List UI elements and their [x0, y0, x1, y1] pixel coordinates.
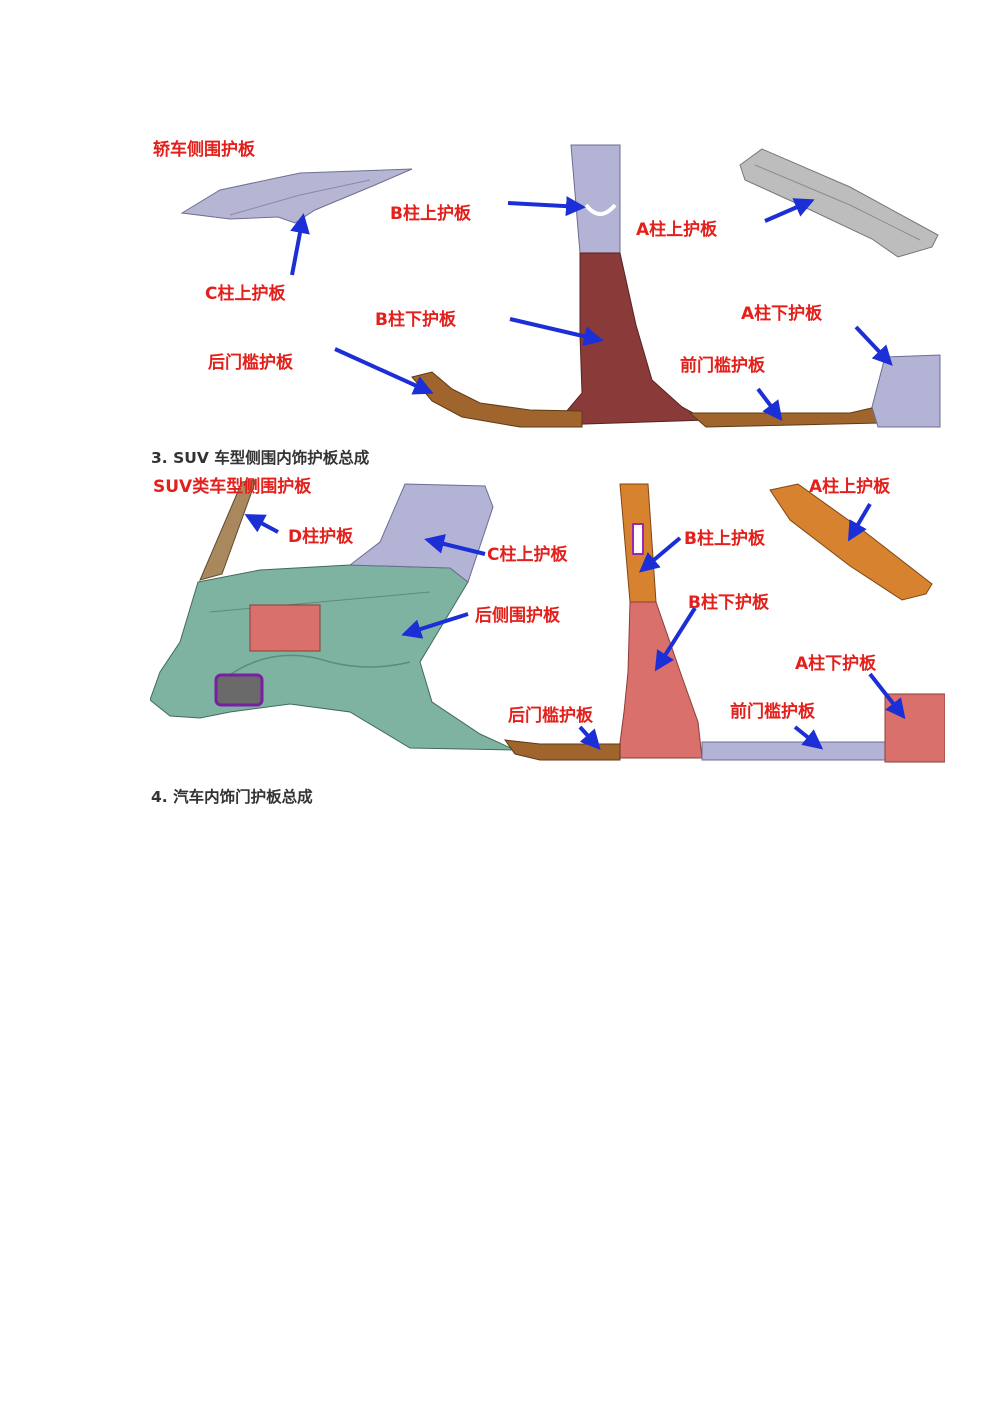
arrow-b-lower	[654, 606, 697, 672]
arrow-d-pillar	[244, 514, 279, 534]
arrow-c-upper	[424, 534, 486, 556]
arrow-a-lower	[868, 672, 906, 720]
label-rear-door-sill: 后门槛护板	[208, 353, 293, 373]
rear-door-sill-trim-panel	[411, 371, 583, 428]
d-pillar-trim-panel	[199, 479, 257, 581]
arrow-b-lower	[509, 317, 604, 347]
label-rear-side-trim: 后侧围护板	[475, 606, 560, 626]
label-a-pillar-upper: A柱上护板	[636, 220, 718, 240]
suv-trim-drawing	[150, 479, 945, 763]
label-a-pillar-upper: A柱上护板	[809, 477, 891, 497]
label-front-door-sill: 前门槛护板	[680, 356, 765, 376]
label-a-pillar-lower: A柱下护板	[795, 654, 877, 674]
sedan-trim-figure: 轿车侧围护板 C柱上护板 B柱上护板 A柱上护板 B柱下护板 A柱下护板 后门槛…	[150, 135, 945, 433]
arrow-a-lower	[854, 325, 893, 366]
arrow-front-sill	[756, 387, 783, 422]
label-a-pillar-lower: A柱下护板	[741, 304, 823, 324]
section-3-heading: 3. SUV 车型侧围内饰护板总成	[151, 449, 370, 467]
arrow-rear-sill	[334, 347, 434, 395]
rear-side-vent-grille	[214, 673, 264, 707]
arrow-rear-sill	[578, 725, 601, 750]
label-front-door-sill: 前门槛护板	[730, 702, 815, 722]
sedan-figure-title: 轿车侧围护板	[153, 140, 255, 160]
arrow-b-upper	[507, 196, 586, 217]
label-d-pillar: D柱护板	[288, 527, 354, 547]
label-b-pillar-upper: B柱上护板	[390, 204, 471, 224]
label-b-pillar-upper: B柱上护板	[684, 529, 765, 549]
arrow-a-upper	[764, 198, 815, 223]
b-pillar-lower-trim-panel	[617, 601, 703, 759]
arrow-b-upper	[638, 536, 682, 573]
a-pillar-upper-trim-panel	[739, 148, 939, 258]
suv-figure-title: SUV类车型侧围护板	[153, 477, 312, 497]
rear-door-sill-trim-panel	[503, 739, 621, 761]
sedan-trim-drawing	[180, 144, 941, 428]
label-b-pillar-lower: B柱下护板	[688, 593, 769, 613]
a-pillar-upper-trim-panel	[769, 483, 933, 601]
front-door-sill-trim-panel	[688, 406, 881, 428]
label-b-pillar-lower: B柱下护板	[375, 310, 456, 330]
arrow-front-sill	[793, 725, 824, 750]
a-pillar-lower-trim-panel	[871, 354, 941, 428]
rear-side-service-panel	[249, 604, 321, 652]
rear-side-trim-panel	[150, 564, 516, 751]
b-pillar-lower-trim-panel	[553, 252, 708, 426]
label-c-pillar-upper: C柱上护板	[487, 545, 568, 565]
arrow-rear-side	[401, 612, 469, 639]
suv-trim-figure: SUV类车型侧围护板 D柱护板 C柱上护板 B柱上护板 A柱上护板 后侧围护板 …	[150, 472, 945, 772]
label-rear-door-sill: 后门槛护板	[508, 706, 593, 726]
b-pillar-upper-trim-panel	[570, 144, 621, 254]
c-pillar-upper-trim-panel	[348, 483, 494, 583]
front-door-sill-trim-panel	[701, 741, 886, 761]
arrow-a-upper	[847, 502, 872, 542]
section-4-heading: 4. 汽车内饰门护板总成	[151, 788, 313, 806]
arrow-c-upper	[290, 213, 310, 276]
label-c-pillar-upper: C柱上护板	[205, 284, 286, 304]
